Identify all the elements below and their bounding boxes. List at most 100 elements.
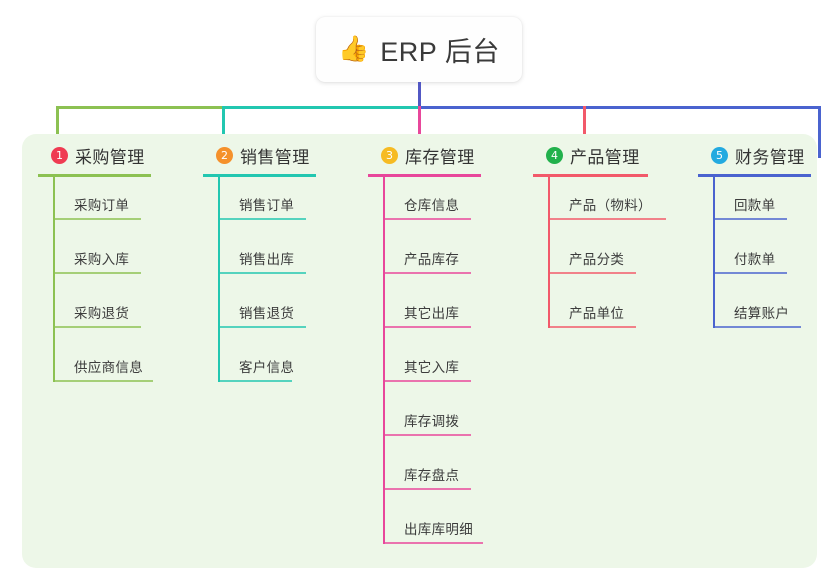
list-item[interactable]: 产品分类 (548, 231, 645, 285)
list-item-label: 其它出库 (404, 306, 460, 321)
list-item[interactable]: 付款单 (713, 231, 808, 285)
list-item-rule (713, 272, 787, 274)
list-item-rule (53, 272, 141, 274)
list-item-label: 库存盘点 (404, 468, 460, 483)
list-item-rule (383, 272, 471, 274)
root-title-text: ERP 后台 (380, 37, 500, 67)
list-item[interactable]: 销售订单 (218, 177, 313, 231)
diagram-panel (22, 134, 817, 568)
list-item-rule (713, 326, 801, 328)
list-item[interactable]: 库存盘点 (383, 447, 478, 501)
list-item-rule (218, 218, 306, 220)
column-badge-1: 1 (51, 146, 68, 164)
list-item-rule (53, 218, 141, 220)
list-item-label: 产品（物料） (569, 198, 652, 213)
column-title-5: 财务管理 (735, 147, 805, 167)
list-item-label: 其它入库 (404, 360, 460, 375)
column-rule-3 (368, 174, 481, 177)
root-connector-vertical (418, 82, 421, 108)
list-item[interactable]: 库存调拨 (383, 393, 478, 447)
thumbs-up-icon: 👍 (338, 35, 370, 63)
column-财务管理: 5 财务管理回款单付款单结算账户 (698, 142, 811, 339)
stem-3 (418, 106, 421, 158)
column-badge-5: 5 (711, 146, 728, 164)
list-item-label: 销售出库 (239, 252, 295, 267)
list-item-label: 供应商信息 (74, 360, 143, 375)
list-item[interactable]: 其它入库 (383, 339, 478, 393)
list-item-label: 产品库存 (404, 252, 460, 267)
list-item-label: 采购入库 (74, 252, 130, 267)
list-item-label: 销售退货 (239, 306, 295, 321)
list-item-label: 产品分类 (569, 252, 625, 267)
list-item-label: 仓库信息 (404, 198, 460, 213)
list-item-rule (218, 380, 292, 382)
column-header-5[interactable]: 5 财务管理 (698, 142, 808, 168)
column-spine-3 (383, 177, 385, 544)
column-items-3: 仓库信息产品库存其它出库其它入库库存调拨库存盘点出库库明细 (383, 177, 483, 555)
list-item-label: 库存调拨 (404, 414, 460, 429)
list-item-rule (383, 218, 471, 220)
column-items-5: 回款单付款单结算账户 (713, 177, 808, 339)
list-item[interactable]: 回款单 (713, 177, 808, 231)
list-item[interactable]: 结算账户 (713, 285, 808, 339)
list-item-rule (218, 272, 306, 274)
column-spine-1 (53, 177, 55, 382)
list-item[interactable]: 其它出库 (383, 285, 478, 339)
list-item-label: 回款单 (734, 198, 776, 213)
list-item[interactable]: 产品（物料） (548, 177, 666, 231)
list-item[interactable]: 出库库明细 (383, 501, 483, 555)
list-item[interactable]: 供应商信息 (53, 339, 153, 393)
column-title-3: 库存管理 (405, 147, 475, 167)
list-item[interactable]: 客户信息 (218, 339, 313, 393)
list-item[interactable]: 采购订单 (53, 177, 148, 231)
stem-5 (818, 106, 821, 158)
column-rule-2 (203, 174, 316, 177)
list-item-rule (548, 326, 636, 328)
list-item-rule (383, 326, 471, 328)
column-items-4: 产品（物料） 产品分类产品单位 (548, 177, 666, 339)
column-spine-4 (548, 177, 550, 328)
column-库存管理: 3 库存管理仓库信息产品库存其它出库其它入库库存调拨库存盘点出库库明细 (368, 142, 483, 555)
column-items-2: 销售订单销售出库销售退货客户信息 (218, 177, 313, 393)
column-title-1: 采购管理 (75, 147, 145, 167)
bus-segment-2 (222, 106, 420, 109)
list-item[interactable]: 产品库存 (383, 231, 478, 285)
column-header-3[interactable]: 3 库存管理 (368, 142, 478, 168)
column-title-2: 销售管理 (240, 147, 310, 167)
column-采购管理: 1 采购管理采购订单采购入库采购退货供应商信息 (38, 142, 153, 393)
list-item-rule (53, 326, 141, 328)
list-item[interactable]: 采购退货 (53, 285, 148, 339)
column-rule-1 (38, 174, 151, 177)
list-item-label: 付款单 (734, 252, 776, 267)
stem-2 (222, 106, 225, 158)
list-item-rule (383, 488, 471, 490)
list-item-rule (713, 218, 787, 220)
list-item-label: 采购订单 (74, 198, 130, 213)
column-title-4: 产品管理 (570, 147, 640, 167)
list-item-rule (53, 380, 153, 382)
root-title-card[interactable]: 👍 ERP 后台 (316, 17, 522, 82)
list-item[interactable]: 采购入库 (53, 231, 148, 285)
column-badge-2: 2 (216, 146, 233, 164)
list-item-rule (383, 380, 471, 382)
stem-4 (583, 106, 586, 158)
stem-1 (56, 106, 59, 158)
bus-segment-3 (418, 106, 821, 109)
list-item[interactable]: 销售退货 (218, 285, 313, 339)
list-item[interactable]: 销售出库 (218, 231, 313, 285)
list-item[interactable]: 仓库信息 (383, 177, 478, 231)
column-header-1[interactable]: 1 采购管理 (38, 142, 148, 168)
column-rule-4 (533, 174, 648, 177)
list-item-rule (218, 326, 306, 328)
column-badge-3: 3 (381, 146, 398, 164)
column-spine-2 (218, 177, 220, 382)
column-spine-5 (713, 177, 715, 328)
list-item-label: 客户信息 (239, 360, 295, 375)
list-item[interactable]: 产品单位 (548, 285, 645, 339)
column-items-1: 采购订单采购入库采购退货供应商信息 (53, 177, 153, 393)
column-header-2[interactable]: 2 销售管理 (203, 142, 313, 168)
list-item-label: 结算账户 (734, 306, 790, 321)
